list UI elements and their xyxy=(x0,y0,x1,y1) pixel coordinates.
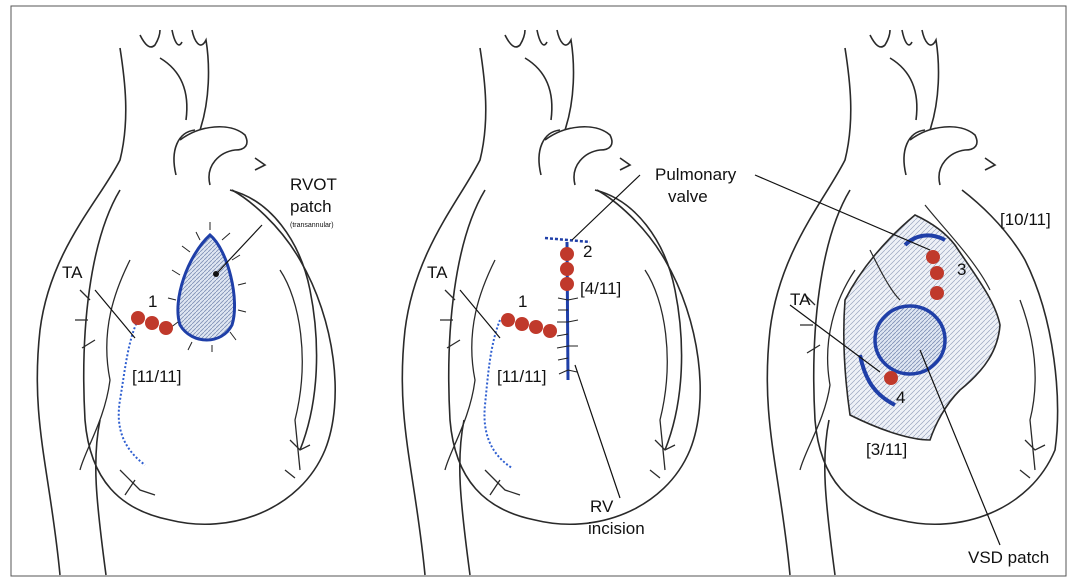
suture-site-2 xyxy=(560,247,574,291)
pulmonary-label-line2: valve xyxy=(668,187,708,206)
site3-fraction: [10/11] xyxy=(1000,210,1051,229)
rvot-label-line2: patch xyxy=(290,197,332,216)
heart-outline xyxy=(402,30,700,575)
ta-label: TA xyxy=(427,263,448,282)
rvot-label-sub: (transannular) xyxy=(290,222,334,229)
suture-site-4 xyxy=(884,371,898,385)
rvot-label-line1: RVOT xyxy=(290,175,337,194)
pulmonary-label-line1: Pulmonary xyxy=(655,165,737,184)
suture-site-1 xyxy=(131,311,173,335)
vsd-label: VSD patch xyxy=(968,548,1049,567)
coronary-branches xyxy=(440,260,675,495)
site1-number: 1 xyxy=(518,292,527,311)
coronary-artery-path xyxy=(484,320,512,468)
site3-number: 3 xyxy=(957,260,966,279)
site2-fraction: [4/11] xyxy=(580,279,621,298)
rv-label-line2: incision xyxy=(588,519,645,538)
ta-label: TA xyxy=(62,263,83,282)
suture-site-1 xyxy=(501,313,557,338)
site2-number: 2 xyxy=(583,242,592,261)
coronary-artery-path xyxy=(119,320,145,465)
site4-fraction: [3/11] xyxy=(866,440,907,459)
rvot-patch xyxy=(178,235,235,340)
rv-label-line1: RV xyxy=(590,497,614,516)
site4-number: 4 xyxy=(896,388,905,407)
site-fraction: [11/11] xyxy=(132,367,181,386)
site1-fraction: [11/11] xyxy=(497,367,546,386)
panel-1 xyxy=(37,30,335,575)
vsd-patch xyxy=(875,306,945,374)
site-number: 1 xyxy=(148,292,157,311)
ta-label: TA xyxy=(790,290,811,309)
panel-2 xyxy=(402,30,700,575)
